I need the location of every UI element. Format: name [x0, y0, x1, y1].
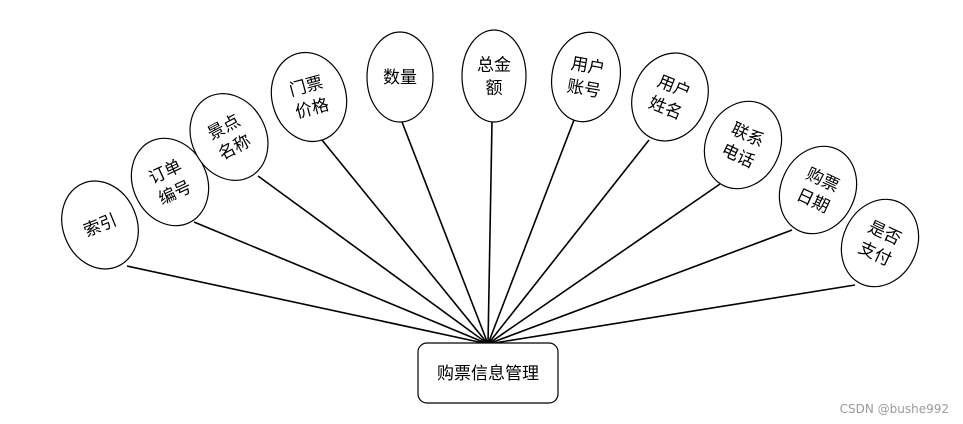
- entity-box: 购票信息管理: [417, 342, 559, 404]
- attribute-ellipse: [551, 31, 621, 123]
- attribute-ellipse: [840, 198, 920, 288]
- connector-lines: [126, 119, 856, 345]
- connector-line: [126, 265, 489, 345]
- connector-line: [487, 121, 493, 345]
- attribute-ellipse: [778, 145, 858, 235]
- attribute-label: 总金: [477, 56, 511, 76]
- attribute-node: 索引: [61, 180, 139, 270]
- connector-line: [487, 119, 575, 345]
- connector-line: [487, 139, 650, 345]
- connector-line: [401, 121, 489, 345]
- attribute-nodes: 索引订单编号景点名称门票价格数量总金额用户账号用户姓名联系电话购票日期是否支付: [61, 29, 920, 288]
- connector-line: [487, 284, 856, 345]
- attribute-label: 数量: [383, 68, 417, 88]
- attribute-ellipse: [461, 29, 527, 123]
- attribute-ellipse: [703, 100, 783, 190]
- connector-line: [321, 139, 489, 345]
- attribute-node: 总金额: [461, 29, 527, 123]
- connector-line: [487, 183, 721, 345]
- watermark: CSDN @bushe992: [839, 402, 949, 416]
- attribute-ellipse: [631, 52, 709, 142]
- attribute-ellipse: [189, 93, 269, 181]
- attribute-ellipse: [61, 180, 139, 270]
- connector-line: [257, 175, 489, 345]
- attribute-label: 额: [486, 79, 503, 99]
- connector-line: [487, 229, 793, 345]
- attribute-ellipse: [366, 31, 434, 123]
- entity-rectangle: [417, 342, 559, 404]
- connector-line: [193, 221, 489, 345]
- entity-label: 购票信息管理: [437, 364, 539, 384]
- attribute-ellipse: [130, 137, 210, 227]
- attribute-node: 数量: [366, 31, 434, 123]
- attribute-ellipse: [270, 51, 348, 143]
